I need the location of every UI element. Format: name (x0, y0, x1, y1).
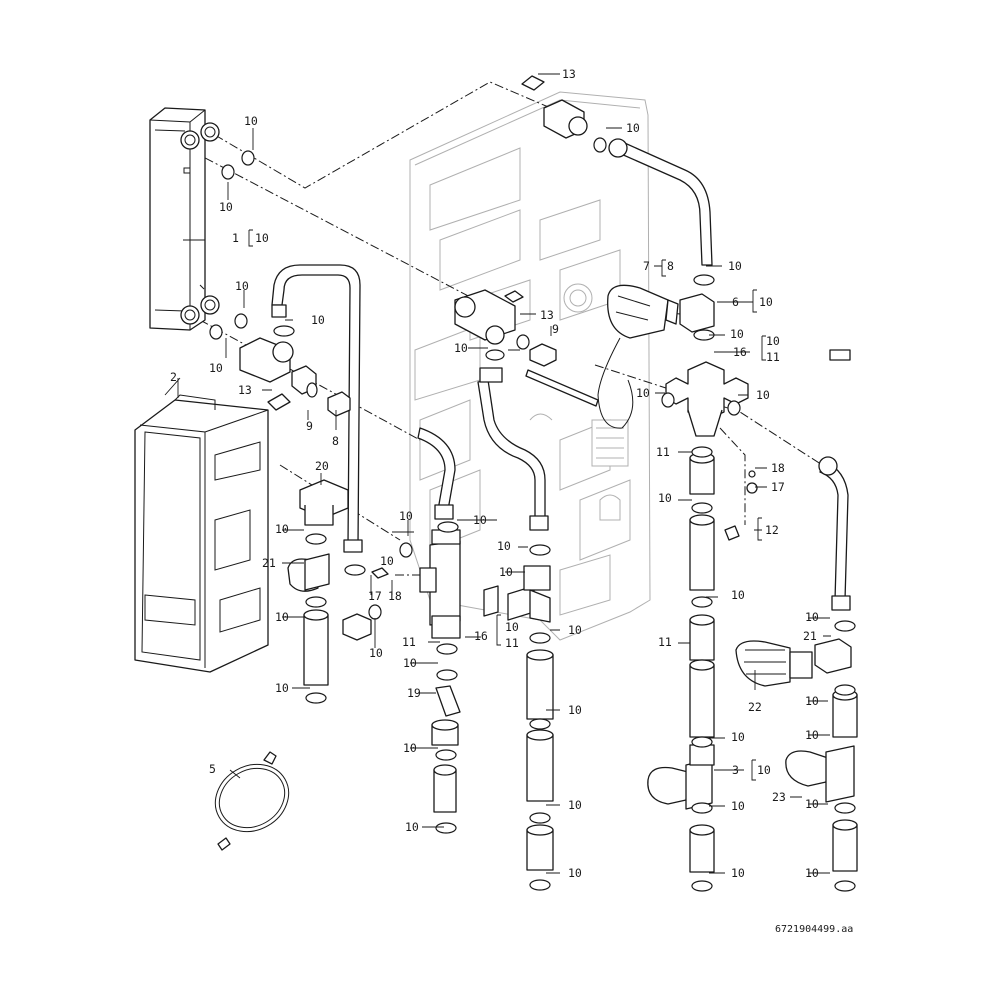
seal-label: 10 (568, 623, 582, 637)
seal-label: 10 (805, 610, 819, 624)
label-3-seal: 10 (757, 763, 771, 777)
label-12: 12 (765, 523, 779, 537)
label-18-left: 18 (388, 589, 402, 603)
seal-label: 10 (380, 554, 394, 568)
seal-label: 10 (731, 730, 745, 744)
label-11-b: 11 (402, 635, 416, 649)
label-22: 22 (748, 700, 762, 714)
insulation-cover (134, 394, 269, 673)
label-21-left: 21 (262, 556, 276, 570)
label-13-top: 13 (562, 67, 576, 81)
label-13-left: 13 (238, 383, 252, 397)
label-23: 23 (772, 790, 786, 804)
mounting-frame (409, 91, 651, 641)
seal-label: 10 (730, 327, 744, 341)
plate-heat-exchanger (149, 107, 220, 331)
seal-label: 10 (403, 741, 417, 755)
label-16-left-10: 10 (505, 620, 519, 634)
seal-label: 10 (805, 694, 819, 708)
label-17-left: 17 (368, 589, 382, 603)
label-1-seal: 10 (255, 231, 269, 245)
seal-label: 10 (235, 279, 249, 293)
label-18-right: 18 (771, 461, 785, 475)
seal-label: 10 (369, 646, 383, 660)
seal-label: 10 (311, 313, 325, 327)
label-16-right: 16 (733, 345, 747, 359)
seal-label: 10 (454, 341, 468, 355)
seal-label: 10 (728, 259, 742, 273)
label-11-a: 11 (656, 445, 670, 459)
seal-rings (209, 137, 856, 892)
seal-label: 10 (568, 798, 582, 812)
seal-label: 10 (497, 539, 511, 553)
label-2: 2 (170, 370, 177, 384)
seal-label: 10 (209, 361, 223, 375)
label-6: 6 (732, 295, 739, 309)
label-13-mid: 13 (540, 308, 554, 322)
label-19: 19 (407, 686, 421, 700)
label-21-right: 21 (803, 629, 817, 643)
seal-label: 10 (405, 820, 419, 834)
label-16-right-11: 11 (766, 350, 780, 364)
seal-label: 10 (275, 610, 289, 624)
seal-label: 10 (473, 513, 487, 527)
label-1: 1 (232, 231, 239, 245)
label-16-left: 16 (474, 629, 488, 643)
seal-label: 10 (731, 866, 745, 880)
label-9-left: 9 (306, 419, 313, 433)
label-16-left-11: 11 (505, 636, 519, 650)
seal-label: 10 (731, 588, 745, 602)
label-6-seal: 10 (759, 295, 773, 309)
seal-label: 10 (636, 386, 650, 400)
label-5: 5 (209, 762, 216, 776)
seal-label: 10 (399, 509, 413, 523)
seal-label: 10 (626, 121, 640, 135)
seal-label: 10 (568, 866, 582, 880)
leader-lines (164, 73, 831, 874)
seal-label: 10 (499, 565, 513, 579)
seal-label: 10 (219, 200, 233, 214)
seal-label: 10 (805, 728, 819, 742)
seal-label: 10 (805, 866, 819, 880)
label-17-right: 17 (771, 480, 785, 494)
seal-label: 10 (756, 388, 770, 402)
seal-label: 10 (805, 797, 819, 811)
seal-label: 10 (731, 799, 745, 813)
label-7: 7 (643, 259, 650, 273)
seal-label: 10 (568, 703, 582, 717)
part-labels: 13 1 10 2 13 9 8 13 9 7 8 6 10 16 10 11 … (170, 67, 853, 935)
seal-label: 10 (275, 522, 289, 536)
document-reference: 6721904499.aa (775, 924, 853, 935)
label-9-mid: 9 (552, 322, 559, 336)
label-8: 8 (332, 434, 339, 448)
label-20: 20 (315, 459, 329, 473)
label-3: 3 (732, 763, 739, 777)
seal-label: 10 (275, 681, 289, 695)
seal-label: 10 (658, 491, 672, 505)
seal-label: 10 (403, 656, 417, 670)
label-16-right-10: 10 (766, 334, 780, 348)
label-7-part8: 8 (667, 259, 674, 273)
capillary-sensor (214, 751, 290, 851)
label-11-c: 11 (658, 635, 672, 649)
pipe-sections (271, 138, 851, 611)
seal-label: 10 (244, 114, 258, 128)
fitting-stacks (303, 349, 858, 873)
